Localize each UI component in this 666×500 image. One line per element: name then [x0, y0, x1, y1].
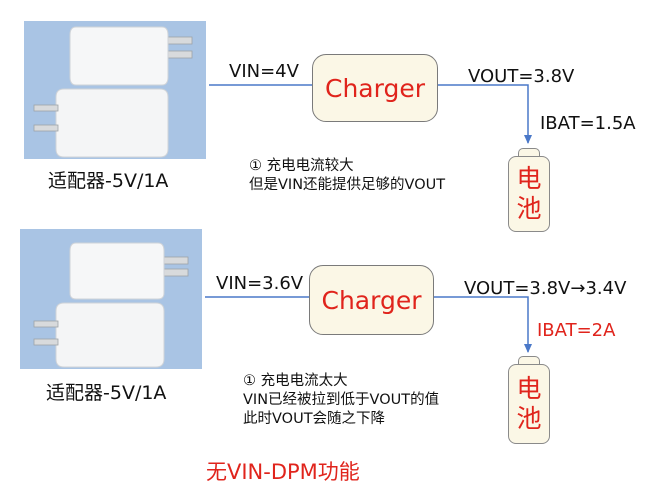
top-battery-cap: [518, 148, 540, 157]
bottom-battery-char-1: 电: [516, 374, 542, 403]
top-battery-char-1: 电: [516, 164, 542, 193]
top-vin-label: VIN=4V: [229, 61, 299, 82]
top-vout-line: [438, 84, 532, 144]
top-adapter-photo: [24, 21, 206, 159]
top-charger-label: Charger: [325, 73, 425, 103]
bottom-note-line-3: 此时VOUT会随之下降: [243, 411, 386, 427]
bottom-vout-line: [434, 296, 532, 353]
bottom-charger-box: Charger: [309, 265, 434, 335]
top-adapter-caption: 适配器-5V/1A: [48, 170, 169, 192]
bottom-adapter-caption: 适配器-5V/1A: [46, 382, 167, 404]
bottom-battery: 电 池: [508, 364, 550, 444]
footer-note: 无VIN-DPM功能: [206, 460, 360, 484]
bottom-note: ① 充电电流太大 VIN已经被拉到低于VOUT的值 此时VOUT会随之下降: [243, 372, 439, 429]
bottom-vin-label: VIN=3.6V: [216, 273, 304, 294]
bottom-note-line-2: VIN已经被拉到低于VOUT的值: [243, 392, 440, 408]
top-note-line-2: 但是VIN还能提供足够的VOUT: [249, 177, 446, 193]
bottom-vout-label: VOUT=3.8V→3.4V: [464, 278, 627, 299]
top-battery-char-2: 池: [516, 194, 542, 223]
bottom-ibat-label: IBAT=2A: [537, 320, 616, 341]
top-note: ① 充电电流较大 但是VIN还能提供足够的VOUT: [249, 157, 445, 195]
top-battery: 电 池: [508, 156, 550, 232]
bottom-charger-label: Charger: [321, 285, 422, 315]
bottom-adapter-photo: [20, 229, 202, 369]
top-vout-label: VOUT=3.8V: [468, 66, 575, 87]
top-note-line-1: ① 充电电流较大: [249, 158, 354, 174]
bottom-battery-char-2: 池: [516, 404, 542, 433]
bottom-battery-cap: [518, 356, 540, 365]
top-ibat-label: IBAT=1.5A: [540, 113, 636, 134]
top-charger-box: Charger: [312, 54, 438, 122]
bottom-note-line-1: ① 充电电流太大: [243, 373, 348, 389]
